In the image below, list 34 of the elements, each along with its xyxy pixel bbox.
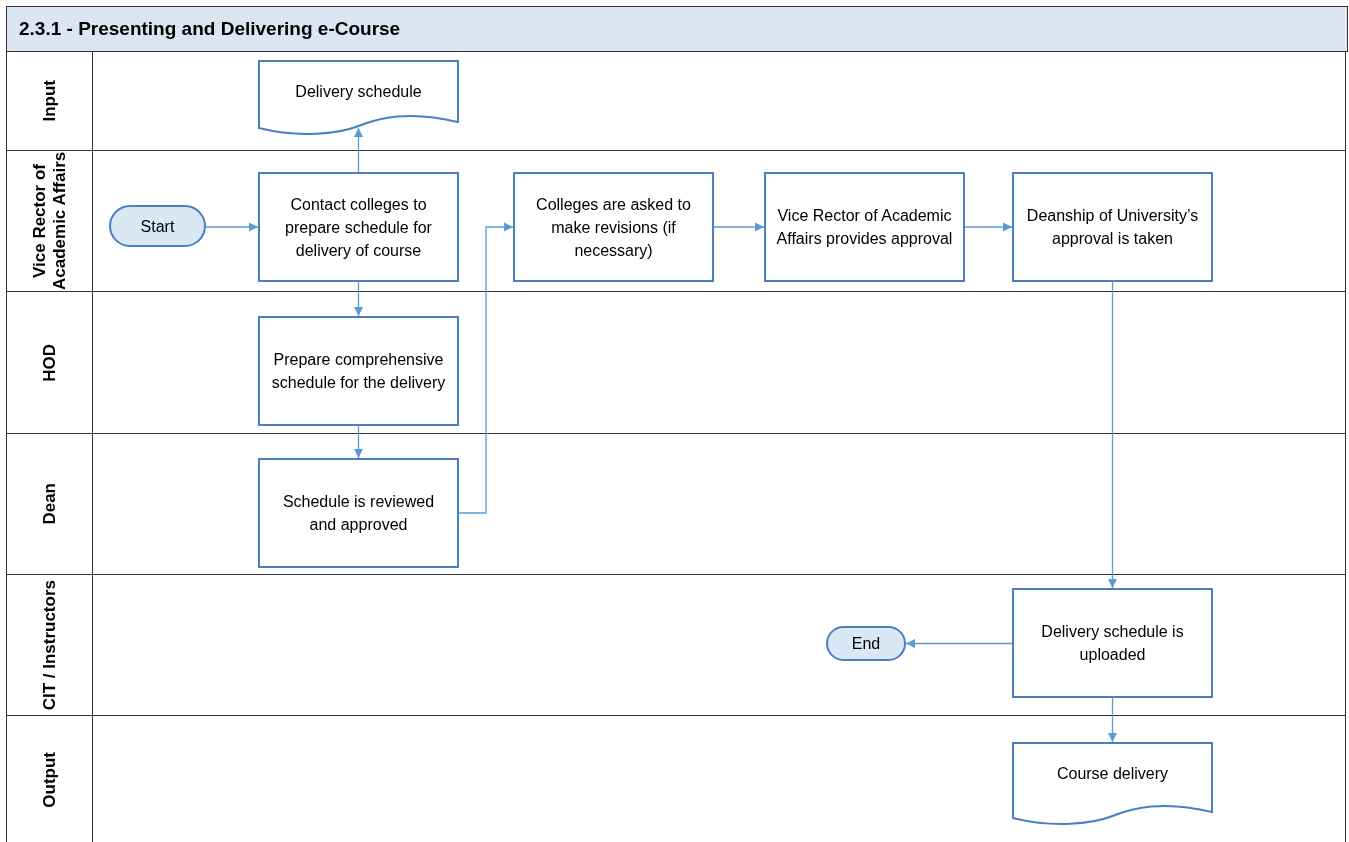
lane-label: Input: [39, 80, 60, 122]
arrow: [905, 638, 1013, 649]
arrow: [353, 425, 364, 459]
arrow: [205, 222, 259, 232]
process-box: Schedule is reviewed and approved: [258, 458, 459, 568]
swimlane: [6, 291, 1346, 434]
arrow: [713, 222, 765, 232]
lane-label: Vice Rector of Academic Affairs: [29, 151, 70, 291]
lane-label: HOD: [39, 343, 60, 382]
lane-label: Dean: [39, 483, 60, 525]
arrow: [964, 222, 1013, 232]
terminator-shape: End: [826, 626, 906, 661]
document-shape: Course delivery: [1012, 742, 1213, 826]
arrow: [353, 281, 364, 317]
lane-label: Output: [39, 752, 60, 808]
process-box: Contact colleges to prepare schedule for delivery of course: [258, 172, 459, 282]
process-box: Deanship of University’s approval is taken: [1012, 172, 1213, 282]
terminator-shape: Start: [109, 205, 206, 247]
process-box: Vice Rector of Academic Affairs provides approval: [764, 172, 965, 282]
process-box: Delivery schedule is uploaded: [1012, 588, 1213, 698]
swimlane: [6, 715, 1346, 842]
process-box: Prepare comprehensive schedule for the delivery: [258, 316, 459, 426]
swimlane: [6, 150, 1346, 292]
swimlane: [6, 433, 1346, 575]
swimlane: [6, 574, 1346, 716]
arrow: [353, 127, 364, 173]
arrow: [1107, 697, 1118, 743]
lane-label: CIT / Instructors: [39, 579, 60, 711]
document-shape: Delivery schedule: [258, 60, 459, 136]
process-box: Colleges are asked to make revisions (if necessary): [513, 172, 714, 282]
diagram-title: 2.3.1 - Presenting and Delivering e-Course: [6, 6, 1348, 52]
swimlane: [6, 51, 1346, 151]
arrow: [1107, 281, 1118, 589]
arrow: [458, 222, 514, 514]
